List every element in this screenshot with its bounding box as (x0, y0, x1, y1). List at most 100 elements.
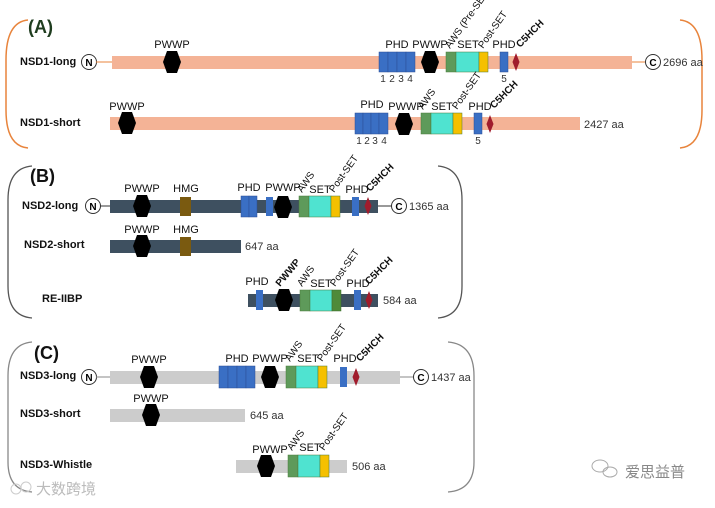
protein-name: NSD1-short (20, 117, 81, 129)
protein-re-iibp: RE-IIBP 584 aa PHD PWWP AWS SET Post-SET… (42, 247, 418, 312)
section-b-left-bracket (7, 165, 33, 319)
c-terminus-label: C (417, 373, 424, 384)
phd-label: PHD (345, 184, 368, 196)
phd-label: PHD (468, 101, 491, 113)
n-terminus-label: N (85, 58, 92, 69)
c5hch-label: C5HCH (364, 162, 396, 194)
phd-domain (354, 290, 361, 310)
phd-label: PHD (346, 278, 369, 290)
phd-domain (256, 290, 263, 310)
phd-label: PHD (237, 182, 260, 194)
watermark-left: 大数跨境 (10, 480, 96, 498)
section-a-label: (A) (28, 17, 53, 37)
phd-number: 3 (398, 74, 404, 85)
section-a-right-bracket (679, 19, 703, 149)
protein-nsd3-short: NSD3-short 645 aa PWWP (20, 393, 285, 426)
set-label: SET (309, 184, 331, 196)
phd-domain-5 (473, 112, 483, 135)
n-terminus-label: N (89, 202, 96, 213)
hmg-label: HMG (173, 183, 199, 195)
set-label: SET (310, 278, 332, 290)
phd-number: 2 (389, 74, 395, 85)
post-set-domain (317, 365, 328, 389)
pwwp-label: PWWP (131, 354, 166, 366)
c-terminus-icon (391, 198, 407, 214)
pwwp-label: PWWP (265, 182, 300, 194)
section-a-left-bracket (5, 19, 29, 149)
pwwp-domain-icon (261, 366, 279, 388)
section-c-label: (C) (34, 343, 59, 363)
protein-nsd3-long: NSD3-long N C 1437 aa PWWP PHD PWWP (20, 322, 472, 389)
protein-length: 2696 aa (663, 57, 704, 69)
section-c: (C) NSD3-long N C 1437 aa PWWP PHD PWWP (7, 322, 475, 493)
protein-name: NSD3-short (20, 408, 81, 420)
protein-bar (110, 240, 241, 253)
phd-number: 2 (364, 136, 370, 147)
protein-bar (112, 56, 632, 69)
phd-label: PHD (333, 353, 356, 365)
set-domain (308, 195, 332, 218)
pwwp-domain-icon (257, 455, 275, 477)
post-set-domain (478, 51, 489, 73)
c-terminus-icon (645, 54, 661, 70)
aws-domain (287, 454, 299, 478)
pwwp-domain-icon (118, 112, 136, 134)
protein-bar (110, 117, 580, 130)
phd-number: 1 (380, 74, 386, 85)
protein-length: 584 aa (383, 295, 418, 307)
phd-domain-1-4 (378, 51, 416, 73)
set-domain (455, 51, 480, 73)
phd-label: PHD (385, 39, 408, 51)
phd-domain (340, 367, 347, 387)
c-terminus-label: C (395, 202, 402, 213)
wechat-icon (591, 459, 609, 473)
pwwp-domain-icon (275, 289, 293, 311)
protein-nsd1-long: NSD1-long N C 2696 aa PWWP PHD 1 2 3 4 (20, 0, 704, 85)
protein-length: 647 aa (245, 241, 280, 253)
set-label: SET (457, 39, 479, 51)
phd-number: 5 (475, 136, 481, 147)
protein-length: 1365 aa (409, 201, 450, 213)
section-c-left-bracket (7, 341, 33, 493)
aws-domain (445, 51, 457, 73)
phd-domain-pair (240, 195, 258, 218)
pwwp-label: PWWP (124, 183, 159, 195)
phd-number: 5 (501, 74, 507, 85)
pwwp-label: PWWP (154, 39, 189, 51)
protein-nsd1-short: NSD1-short 2427 aa PWWP PHD 1 2 3 4 PWWP… (20, 70, 625, 147)
watermark-text: 爱思益普 (625, 464, 685, 481)
c5hch-label: C5HCH (363, 255, 395, 287)
pwwp-domain-icon (421, 51, 439, 73)
protein-length: 2427 aa (584, 119, 625, 131)
set-domain (309, 289, 333, 312)
phd-domain-1-4 (218, 365, 256, 389)
pwwp-domain-icon (140, 366, 158, 388)
pwwp-label: PWWP (252, 444, 287, 456)
protein-name: NSD3-Whistle (20, 459, 92, 471)
protein-nsd2-long: NSD2-long N C 1365 aa PWWP HMG PHD PWWP (22, 153, 450, 218)
protein-length: 506 aa (352, 461, 387, 473)
phd-number: 4 (381, 136, 387, 147)
c5hch-label: C5HCH (514, 18, 546, 50)
phd-label: PHD (245, 276, 268, 288)
section-c-right-bracket (447, 341, 475, 493)
phd-label: PHD (492, 39, 515, 51)
pwwp-domain-icon (163, 51, 181, 73)
phd-label: PHD (360, 99, 383, 111)
phd-number: 1 (356, 136, 362, 147)
phd-number: 3 (372, 136, 378, 147)
set-domain (295, 365, 319, 389)
phd-label: PHD (225, 353, 248, 365)
aws-domain (298, 195, 310, 218)
post-set-domain (331, 289, 342, 312)
pwwp-domain-icon (274, 196, 292, 218)
hmg-domain (180, 237, 191, 256)
protein-bar (110, 409, 245, 422)
aws-domain (285, 365, 297, 389)
c5hch-label: C5HCH (354, 332, 386, 364)
aws-domain (420, 112, 432, 135)
aws-domain (299, 289, 311, 312)
protein-nsd2-short: NSD2-short 647 aa PWWP HMG (24, 224, 280, 257)
phd-domain (352, 197, 359, 216)
